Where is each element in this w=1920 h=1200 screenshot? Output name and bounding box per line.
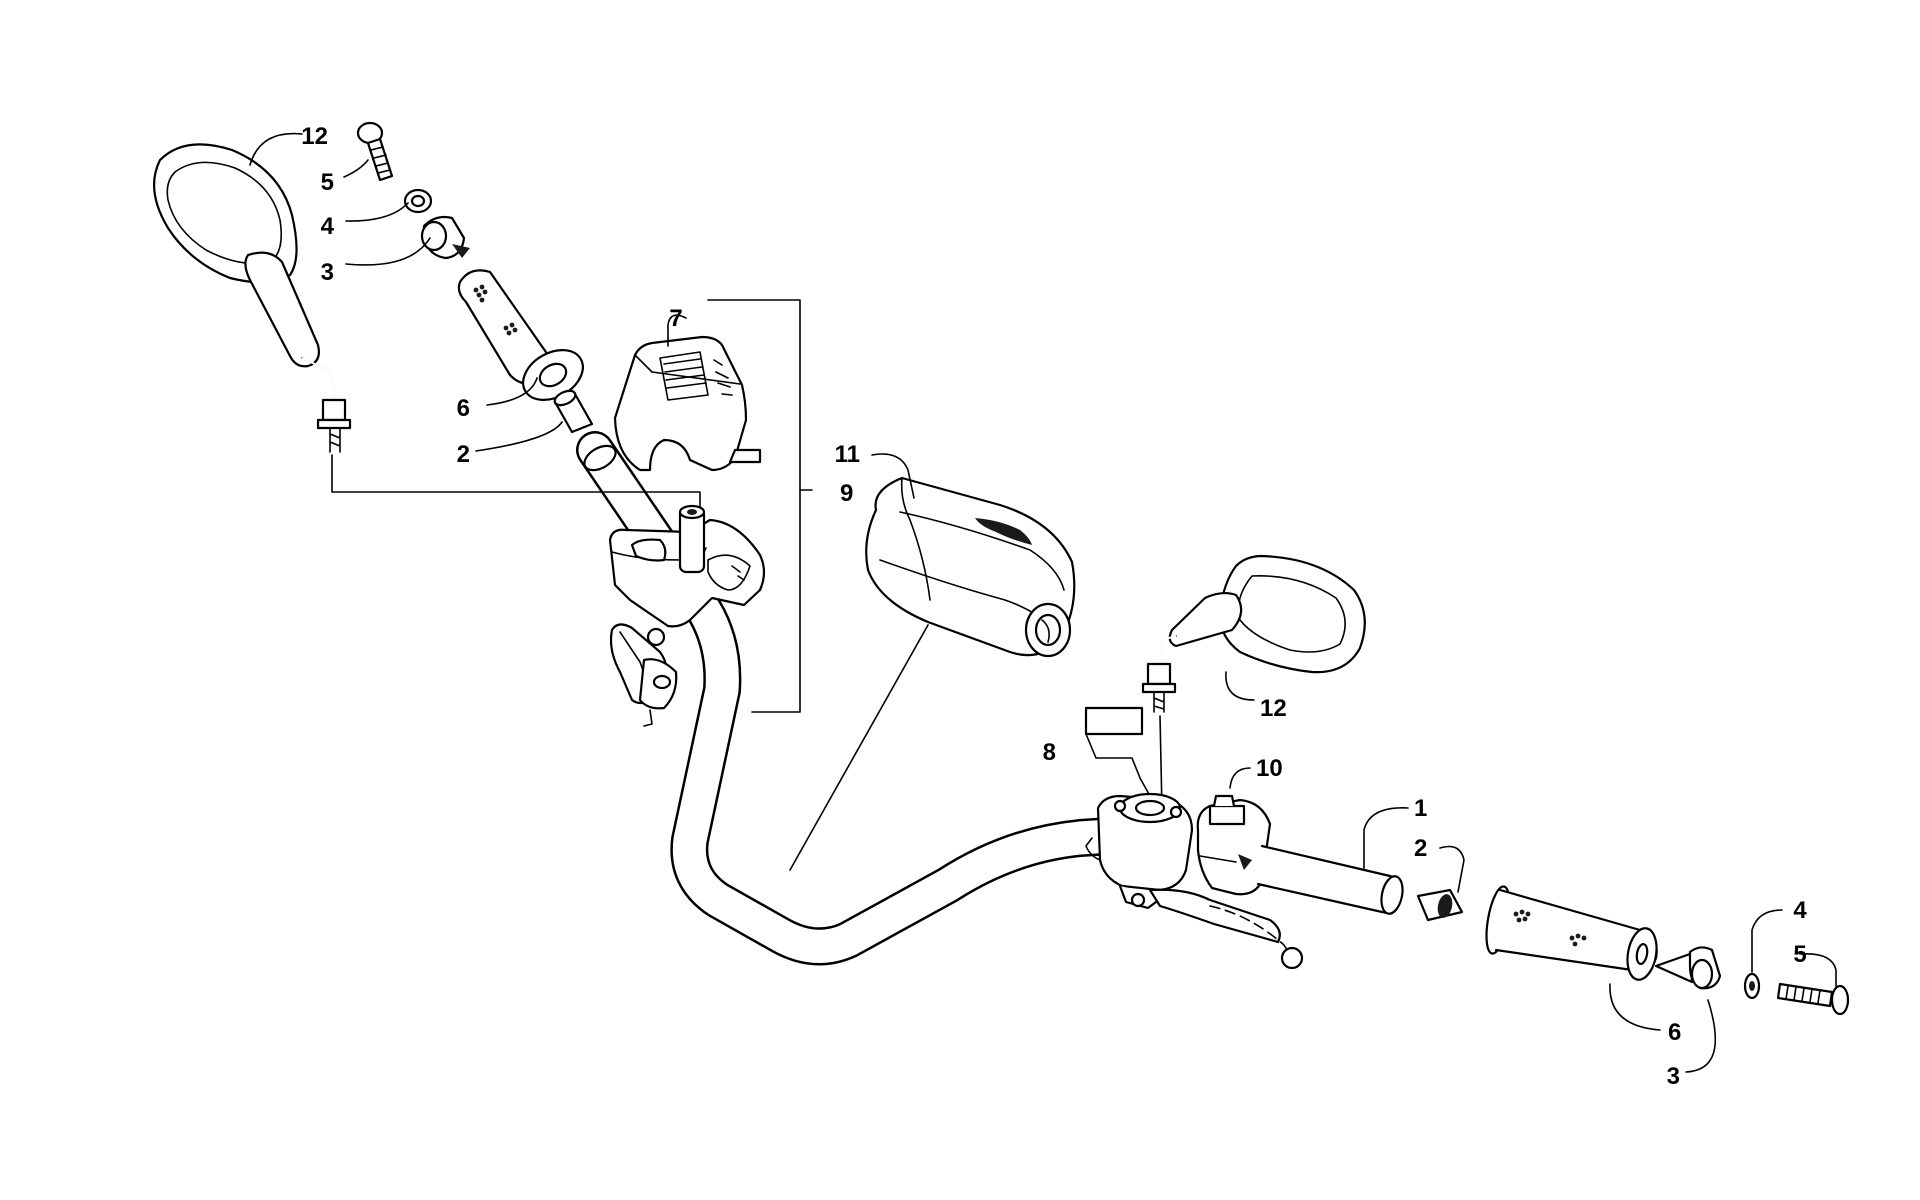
left-switch-housing [608, 504, 766, 647]
callout-4-right: 4 [1793, 897, 1807, 924]
left-switch-cover [613, 335, 762, 472]
right-grip-insert [1416, 888, 1464, 922]
bracket-9 [707, 299, 801, 713]
left-mirror [153, 143, 352, 453]
right-throttle-tube [1256, 844, 1404, 915]
callouts: 12 5 4 3 6 2 7 9 11 12 8 10 1 2 6 3 4 5 [301, 123, 1807, 1090]
left-grip [457, 269, 584, 401]
handlebar-pad [865, 476, 1076, 658]
callout-2-right: 2 [1414, 835, 1427, 862]
callout-10: 10 [1256, 755, 1283, 782]
throttle-lever [609, 623, 678, 727]
left-washer [403, 188, 433, 214]
left-grip-insert [553, 389, 594, 434]
right-bolt [1776, 982, 1850, 1016]
callout-1: 1 [1414, 795, 1427, 822]
left-end-cap [420, 215, 470, 260]
leader-lines [249, 132, 1837, 1073]
callout-4-left: 4 [321, 213, 335, 240]
callout-12-left: 12 [301, 123, 328, 150]
left-bolt [356, 121, 394, 182]
callout-12-right: 12 [1260, 695, 1287, 722]
callout-5-right: 5 [1793, 941, 1806, 968]
handlebar [576, 431, 1129, 966]
right-grip [1485, 885, 1658, 981]
callout-11: 11 [835, 441, 860, 468]
brake-master-cylinder [1085, 792, 1304, 970]
right-mirror [1141, 554, 1366, 713]
callout-9: 9 [840, 480, 853, 507]
right-end-cap [1654, 946, 1722, 990]
callout-7: 7 [669, 305, 682, 332]
callout-6-left: 6 [457, 395, 470, 422]
callout-5-left: 5 [321, 169, 334, 196]
callout-3-right: 3 [1667, 1063, 1680, 1090]
callout-3-left: 3 [321, 259, 334, 286]
callout-2-left: 2 [457, 441, 470, 468]
callout-8: 8 [1043, 739, 1056, 766]
decal [1084, 706, 1151, 797]
callout-6-right: 6 [1668, 1019, 1681, 1046]
mirror-stem-leader [331, 454, 701, 516]
right-washer [1743, 972, 1761, 1000]
